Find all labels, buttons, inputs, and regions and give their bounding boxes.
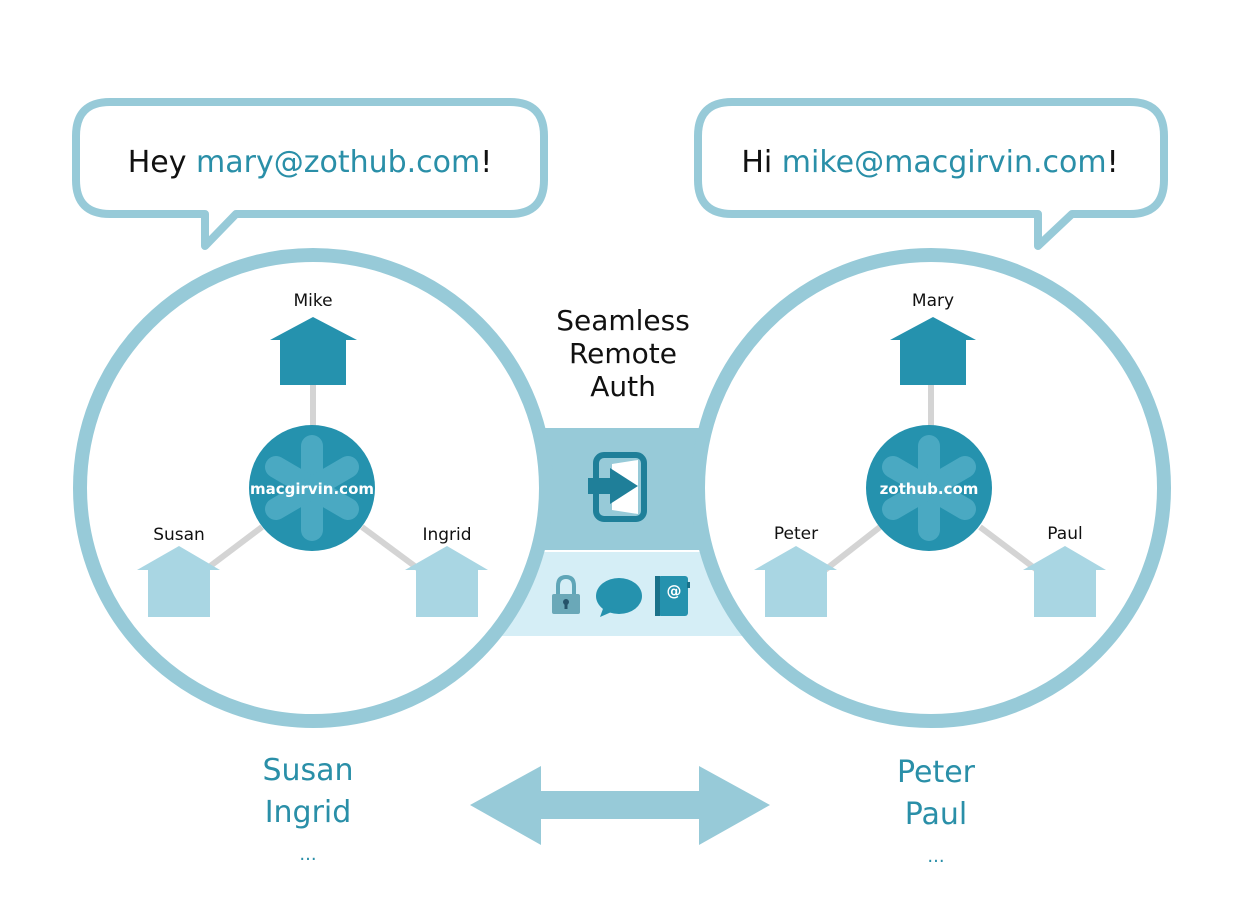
left-member-1-label: Susan [153, 525, 205, 545]
login-icon [588, 452, 647, 522]
center-title-line-2: Remote [569, 337, 677, 370]
right-list-item-3: ... [927, 846, 944, 867]
left-server-logo-icon [265, 435, 359, 541]
left-home-house-icon [270, 317, 357, 385]
left-member-2-label: Ingrid [422, 525, 471, 545]
lock-icon [552, 574, 580, 614]
right-server-node: zothub.com [866, 425, 992, 551]
bidirectional-arrow-icon [470, 766, 770, 845]
left-speech-bubble: Hey mary@zothub.com! [72, 98, 548, 250]
right-member-list: Peter Paul ... [897, 755, 976, 867]
right-list-item-2: Paul [905, 797, 967, 832]
address-book-icon: @ [655, 576, 690, 616]
right-link-member-2 [978, 524, 1039, 573]
chat-icon [596, 578, 642, 617]
left-member-1-house-icon [137, 546, 220, 617]
left-link-member-2 [360, 524, 422, 573]
left-server-label: macgirvin.com [250, 480, 374, 498]
left-bubble-text: Hey mary@zothub.com! [128, 145, 493, 180]
right-speech-bubble: Hi mike@macgirvin.com! [694, 98, 1168, 250]
right-hub: Mary Peter Paul zothub.com [691, 248, 1171, 728]
right-bubble-text: Hi mike@macgirvin.com! [741, 145, 1118, 180]
left-home-user-label: Mike [293, 291, 332, 311]
center-title: Seamless Remote Auth [556, 304, 690, 403]
right-server-logo-icon [882, 435, 976, 541]
left-list-item-3: ... [299, 844, 316, 865]
left-member-list: Susan Ingrid ... [262, 753, 353, 865]
left-member-2-house-icon [405, 546, 488, 617]
right-member-1-label: Peter [774, 524, 818, 544]
right-member-2-label: Paul [1047, 524, 1082, 544]
left-list-item-2: Ingrid [265, 795, 352, 830]
left-server-node: macgirvin.com [249, 425, 375, 551]
right-home-user-label: Mary [912, 291, 954, 311]
right-home-house-icon [890, 317, 976, 385]
left-hub: Mike Susan Ingrid macgirvin.com [73, 248, 553, 728]
left-list-item-1: Susan [262, 753, 353, 788]
address-book-at-glyph: @ [667, 582, 682, 600]
left-link-member-1 [203, 524, 264, 573]
right-member-1-house-icon [754, 546, 837, 617]
center-title-line-3: Auth [590, 370, 656, 403]
right-list-item-1: Peter [897, 755, 976, 790]
center-title-line-1: Seamless [556, 304, 690, 337]
right-server-label: zothub.com [880, 480, 979, 498]
right-link-member-1 [823, 524, 882, 573]
right-member-2-house-icon [1023, 546, 1106, 617]
